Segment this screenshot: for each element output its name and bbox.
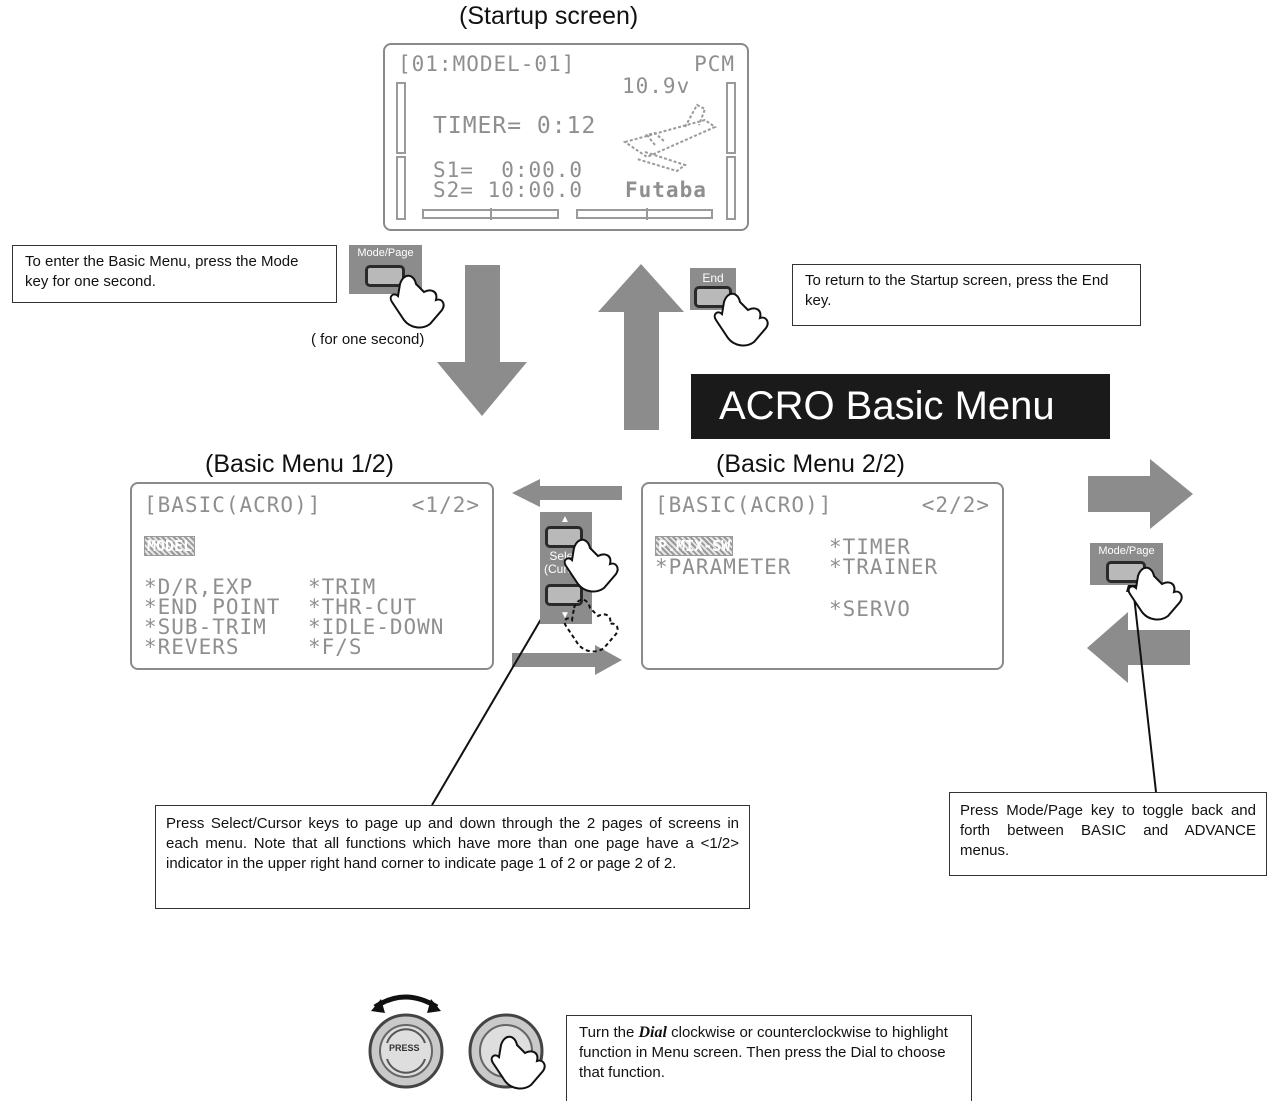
cursor-up-icon: ▲ bbox=[560, 514, 570, 525]
menu2-highlight-pmix[interactable]: P.MIX-SW bbox=[655, 536, 734, 556]
lcd-stopwatch-2: S2= 10:00.0 bbox=[433, 178, 584, 202]
mode-page-key-right[interactable]: Mode/Page bbox=[1090, 543, 1163, 585]
menu1-item-revers[interactable]: *REVERS bbox=[144, 635, 240, 659]
lcd-brand-logo: Futaba bbox=[625, 178, 707, 202]
dial-press-label: PRESS bbox=[389, 1043, 420, 1053]
return-startup-note: To return to the Startup screen, press t… bbox=[792, 264, 1141, 326]
finger-press-icon-right bbox=[1127, 566, 1183, 621]
menu2-item-trainer[interactable]: *TRAINER bbox=[829, 555, 939, 579]
dial-note-text-after: clockwise or counterclockwise to highlig… bbox=[579, 1024, 948, 1081]
toggle-menu-note: Press Mode/Page key to toggle back and f… bbox=[949, 792, 1267, 876]
lcd-modulation: PCM bbox=[694, 52, 735, 76]
menu1-page-indicator: <1/2> bbox=[411, 493, 480, 517]
end-key-label: End bbox=[702, 271, 724, 285]
enter-basic-menu-note: To enter the Basic Menu, press the Mode … bbox=[12, 245, 337, 303]
cursor-down-icon: ▼ bbox=[560, 610, 570, 621]
mode-page-key-label: Mode/Page bbox=[357, 247, 414, 259]
lcd-graphics bbox=[396, 82, 736, 220]
menu1-lcd: [BASIC(ACRO)] <1/2> MODEL *D/R,EXP *END … bbox=[130, 482, 494, 670]
acro-basic-menu-banner: ACRO Basic Menu bbox=[691, 374, 1110, 439]
pointer-line-select bbox=[431, 596, 555, 806]
dial-note-text-before: Turn the bbox=[579, 1024, 639, 1041]
arrow-left-menus bbox=[512, 479, 622, 507]
dial-note-dial-word: Dial bbox=[638, 1024, 667, 1041]
pointer-line-mode bbox=[1131, 577, 1157, 793]
menu1-item-dr-exp[interactable]: *D/R,EXP bbox=[144, 575, 254, 599]
airplane-icon bbox=[622, 103, 718, 173]
menu1-item-trim[interactable]: *TRIM bbox=[308, 575, 377, 599]
menu1-item-sub-trim[interactable]: *SUB-TRIM bbox=[144, 615, 267, 639]
arrow-left-advance bbox=[1087, 612, 1190, 683]
for-one-second-label: ( for one second) bbox=[311, 331, 425, 348]
menu2-heading: (Basic Menu 2/2) bbox=[716, 450, 905, 478]
menu1-item-thr-cut[interactable]: *THR-CUT bbox=[308, 595, 418, 619]
arrow-up bbox=[598, 264, 684, 430]
dial-note: Turn the Dial clockwise or counterclockw… bbox=[566, 1015, 972, 1101]
lcd-stopwatch-1: S1= 0:00.0 bbox=[433, 158, 584, 182]
mode-page-key-right-label: Mode/Page bbox=[1098, 545, 1155, 557]
select-cursor-note: Press Select/Cursor keys to page up and … bbox=[155, 805, 750, 909]
select-key-cap-up[interactable] bbox=[545, 526, 583, 548]
lcd-timer: TIMER= 0:12 bbox=[433, 113, 597, 139]
dial-rotate-arrow-icon bbox=[373, 994, 439, 1010]
menu2-item-timer[interactable]: *TIMER bbox=[829, 535, 911, 559]
menu1-highlight-model[interactable]: MODEL bbox=[144, 536, 196, 556]
menu1-item-end-point[interactable]: *END POINT bbox=[144, 595, 281, 619]
menu2-item-parameter[interactable]: *PARAMETER bbox=[655, 555, 792, 579]
toggle-note-text: Press Mode/Page key to toggle back and f… bbox=[960, 802, 1256, 859]
select-key-cap-down[interactable] bbox=[545, 584, 583, 606]
finger-press-icon bbox=[389, 274, 445, 329]
menu2-title: [BASIC(ACRO)] bbox=[655, 493, 833, 517]
menu1-heading: (Basic Menu 1/2) bbox=[205, 450, 394, 478]
menu2-lcd: [BASIC(ACRO)] <2/2> P.MIX-SW *PARAMETER … bbox=[641, 482, 1004, 670]
finger-press-icon-select bbox=[563, 538, 619, 653]
startup-heading: (Startup screen) bbox=[459, 2, 639, 30]
dial-graphics bbox=[368, 994, 546, 1090]
menu1-title: [BASIC(ACRO)] bbox=[144, 493, 322, 517]
finger-press-icon-end bbox=[713, 292, 769, 347]
arrow-down bbox=[437, 265, 527, 416]
menu2-item-servo[interactable]: *SERVO bbox=[829, 597, 911, 621]
mode-key-cap bbox=[365, 265, 405, 287]
lcd-model-name: [01:MODEL-01] bbox=[398, 52, 576, 76]
menu1-item-fs[interactable]: *F/S bbox=[308, 635, 363, 659]
arrow-right-menus bbox=[512, 645, 622, 675]
startup-lcd: [01:MODEL-01] PCM 10.9v TIMER= 0:12 S1= … bbox=[383, 43, 749, 231]
arrow-right-advance bbox=[1088, 459, 1193, 529]
menu2-page-indicator: <2/2> bbox=[921, 493, 990, 517]
select-note-text: Press Select/Cursor keys to page up and … bbox=[166, 815, 739, 872]
menu1-item-idle-down[interactable]: *IDLE-DOWN bbox=[308, 615, 445, 639]
lcd-voltage: 10.9v bbox=[622, 74, 691, 98]
